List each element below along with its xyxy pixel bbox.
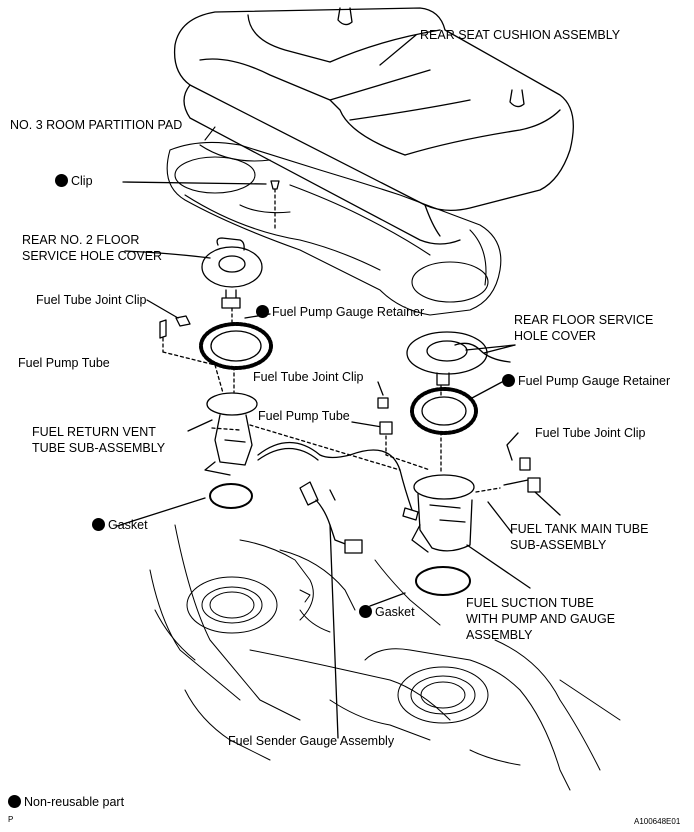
leader-lines: [244, 34, 516, 534]
label-gasket-left-group: Gasket: [92, 518, 148, 533]
gasket-left-leader: [116, 497, 206, 527]
p-mark: P: [8, 815, 14, 824]
clip-part: [122, 180, 280, 231]
gasket-right: [415, 566, 471, 596]
label-pump-tube-left: Fuel Pump Tube: [18, 356, 110, 370]
figure-code: A100648E01: [634, 817, 681, 826]
label-suction-1: FUEL SUCTION TUBE: [466, 596, 594, 610]
fuel-pump-gauge-retainer-right: [410, 381, 503, 473]
left-joint-clip-and-tube: [146, 299, 226, 401]
partition-pad: [166, 126, 502, 316]
label-rear-floor-cover-2: HOLE COVER: [514, 329, 596, 343]
non-reusable-dot-icon: [92, 518, 105, 531]
label-main-tube-1: FUEL TANK MAIN TUBE: [510, 522, 649, 536]
fuel-pump-gauge-retainer-left: [199, 307, 273, 393]
label-main-tube-2: SUB-ASSEMBLY: [510, 538, 607, 552]
label-return-vent-1: FUEL RETURN VENT: [32, 425, 156, 439]
label-rear-no2-cover-1: REAR NO. 2 FLOOR: [22, 233, 140, 247]
label-retainer-left-group: Fuel Pump Gauge Retainer: [256, 305, 424, 320]
vehicle-floor-tank: [149, 524, 621, 791]
label-gasket-left: Gasket: [108, 518, 148, 532]
label-rear-no2-cover-2: SERVICE HOLE COVER: [22, 249, 163, 263]
fuel-sender-gauge: [299, 481, 363, 739]
fuel-return-vent-tube: [187, 392, 413, 511]
label-gasket-right-group: Gasket: [359, 605, 415, 620]
non-reusable-dot-icon: [502, 374, 515, 387]
label-suction-2: WITH PUMP AND GAUGE: [466, 612, 616, 626]
legend-text: Non-reusable part: [24, 795, 125, 809]
fuel-suction-tube-assembly: [402, 474, 531, 589]
rear-seat-cushion: [173, 7, 574, 245]
non-reusable-dot-icon: [256, 305, 269, 318]
label-joint-clip-left: Fuel Tube Joint Clip: [36, 293, 147, 307]
non-reusable-dot-icon: [55, 174, 68, 187]
label-clip: Clip: [71, 174, 93, 188]
label-rear-seat-cushion: REAR SEAT CUSHION ASSEMBLY: [420, 28, 621, 42]
label-sender-gauge: Fuel Sender Gauge Assembly: [228, 734, 395, 748]
label-retainer-right: Fuel Pump Gauge Retainer: [518, 374, 671, 388]
label-partition-pad: NO. 3 ROOM PARTITION PAD: [10, 118, 183, 132]
non-reusable-dot-icon: [8, 795, 21, 808]
rear-no2-service-hole-cover: [124, 237, 263, 309]
label-retainer-right-group: Fuel Pump Gauge Retainer: [502, 374, 670, 389]
label-pump-tube-mid: Fuel Pump Tube: [258, 409, 350, 423]
right-joint-clip-and-tube: [475, 432, 561, 516]
label-suction-3: ASSEMBLY: [466, 628, 533, 642]
label-return-vent-2: TUBE SUB-ASSEMBLY: [32, 441, 166, 455]
gasket-right-leader: [369, 592, 406, 607]
middle-joint-clip-and-tube: [351, 381, 431, 471]
label-clip-group: Clip: [55, 174, 93, 189]
label-joint-clip-mid: Fuel Tube Joint Clip: [253, 370, 364, 384]
rear-floor-service-hole-cover: [406, 331, 516, 386]
label-rear-floor-cover-1: REAR FLOOR SERVICE: [514, 313, 654, 327]
label-retainer-left: Fuel Pump Gauge Retainer: [272, 305, 425, 319]
label-gasket-right: Gasket: [375, 605, 415, 619]
gasket-left: [209, 483, 253, 509]
legend: Non-reusable part: [8, 795, 124, 810]
label-joint-clip-right: Fuel Tube Joint Clip: [535, 426, 646, 440]
non-reusable-dot-icon: [359, 605, 372, 618]
